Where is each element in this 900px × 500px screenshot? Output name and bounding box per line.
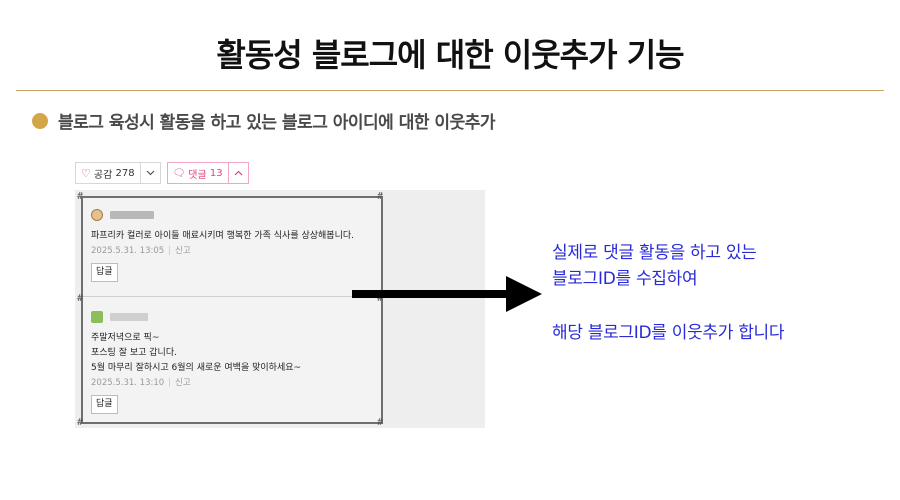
comment-frame: # # # # # # 파프리카 컬러로 아이들 매료시키며 행복한 가족 식사… <box>77 192 383 428</box>
comment-count: 13 <box>209 167 223 179</box>
blurred-username[interactable] <box>109 210 154 219</box>
like-count: 278 <box>115 167 135 179</box>
blurred-username[interactable] <box>109 312 148 321</box>
comment-label: 댓글 <box>188 169 207 181</box>
frame-corner-icon: # <box>377 417 384 428</box>
comment-text-line: 포스팅 잘 보고 갑니다. <box>91 348 177 358</box>
like-label: 공감 <box>93 169 113 181</box>
annotation-line-1: 실제로 댓글 활동을 하고 있는 <box>552 243 757 263</box>
right-arrow-icon <box>352 276 542 312</box>
bullet-text: 블로그 육성시 활동을 하고 있는 블로그 아이디에 대한 이웃추가 <box>58 113 496 133</box>
frame-corner-icon: # <box>77 293 84 304</box>
reply-button[interactable]: 답글 <box>91 263 118 282</box>
comment-item: 파프리카 컬러로 아이들 매료시키며 행복한 가족 식사를 상상해봅니다. 20… <box>91 208 354 282</box>
frame-corner-icon: # <box>77 417 84 428</box>
blog-screenshot: ♡ 공감 278 🗨 댓글 13 # # # # # # <box>75 160 485 428</box>
post-action-bar: ♡ 공감 278 🗨 댓글 13 <box>75 162 249 184</box>
comment-text-line: 주말저녁으로 픽~ <box>91 333 160 343</box>
avatar[interactable] <box>91 208 103 221</box>
comment-toggle[interactable]: 🗨 댓글 13 <box>166 162 249 184</box>
chevron-down-icon[interactable] <box>141 163 160 183</box>
title-divider <box>16 90 884 91</box>
report-link[interactable]: 신고 <box>175 246 191 256</box>
comment-bubble-icon: 🗨 <box>172 167 186 179</box>
chevron-up-icon[interactable] <box>229 163 248 183</box>
comment-panel: # # # # # # 파프리카 컬러로 아이들 매료시키며 행복한 가족 식사… <box>75 190 485 428</box>
heart-icon: ♡ <box>81 166 91 180</box>
slide-title: 활동성 블로그에 대한 이웃추가 기능 <box>216 36 684 74</box>
annotation-line-3: 해당 블로그ID를 이웃추가 합니다 <box>552 323 785 343</box>
bullet-row: 블로그 육성시 활동을 하고 있는 블로그 아이디에 대한 이웃추가 <box>32 108 496 133</box>
reply-button[interactable]: 답글 <box>91 395 118 414</box>
comment-item: 주말저녁으로 픽~ 포스팅 잘 보고 갑니다. 5월 마무리 잘하시고 6월의 … <box>91 310 301 414</box>
report-link[interactable]: 신고 <box>175 378 191 388</box>
bullet-dot-icon <box>32 112 48 129</box>
frame-corner-icon: # <box>377 293 384 304</box>
comment-text: 파프리카 컬러로 아이들 매료시키며 행복한 가족 식사를 상상해봅니다. <box>91 231 355 241</box>
annotation-line-2: 블로그ID를 수집하여 <box>552 269 698 289</box>
frame-corner-icon: # <box>377 191 384 202</box>
comment-text-line: 5월 마무리 잘하시고 6월의 새로운 여백을 맞이하세요~ <box>91 363 302 373</box>
comment-date: 2025.5.31. 13:05 <box>91 246 165 256</box>
avatar[interactable] <box>91 310 103 323</box>
comment-divider <box>83 296 381 297</box>
frame-corner-icon: # <box>77 191 84 202</box>
like-control[interactable]: ♡ 공감 278 <box>75 162 161 184</box>
comment-date: 2025.5.31. 13:10 <box>91 378 165 388</box>
